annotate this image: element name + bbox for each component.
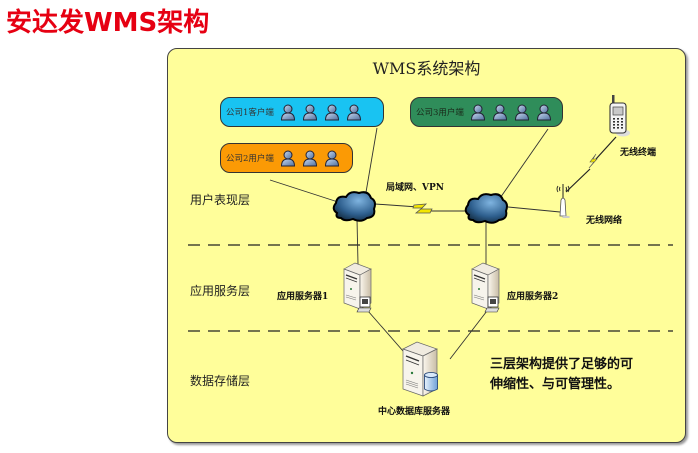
user-icon xyxy=(346,104,361,120)
server-icon xyxy=(343,262,372,313)
group-company1-clients: 公司1客户端 xyxy=(220,97,384,127)
app-server-2-label: 应用服务器2 xyxy=(507,292,559,302)
group-company2-users: 公司2用户端 xyxy=(220,143,353,173)
group-label: 公司3用户端 xyxy=(416,108,464,118)
note-line: 三层架构提供了足够的可 xyxy=(490,357,634,372)
user-icon xyxy=(514,104,529,120)
wireless-link-line xyxy=(595,136,617,160)
link-line xyxy=(449,306,491,360)
network-link-label: 局域网、VPN xyxy=(386,183,444,193)
user-icon xyxy=(280,104,295,120)
diagram-title: WMS系统架构 xyxy=(372,59,481,78)
group-company3-users: 公司3用户端 xyxy=(410,97,563,127)
lightning-link-icon xyxy=(412,203,433,214)
link-line xyxy=(374,203,419,208)
server-icon xyxy=(471,262,500,313)
architecture-diagram: WMS系统架构 公司1客户端 公司2用户端 xyxy=(167,48,686,443)
app-server-1-label: 应用服务器1 xyxy=(277,292,329,302)
wireless-antenna-icon xyxy=(556,184,570,218)
wireless-terminal-label: 无线终端 xyxy=(620,148,657,158)
database-icon xyxy=(424,371,438,392)
cloud-icon xyxy=(332,191,376,222)
connections-layer xyxy=(188,127,673,360)
user-icon xyxy=(280,150,295,166)
group-label: 公司1客户端 xyxy=(226,108,274,118)
layer-label-data: 数据存储层 xyxy=(190,374,251,388)
group-label: 公司2用户端 xyxy=(226,154,274,164)
user-icon xyxy=(492,104,507,120)
link-line xyxy=(356,218,359,265)
db-server-label: 中心数据库服务器 xyxy=(378,407,451,417)
user-icon xyxy=(324,104,339,120)
layer-label-presentation: 用户表现层 xyxy=(190,193,251,207)
user-icon xyxy=(470,104,485,120)
cloud-icon xyxy=(464,193,508,224)
user-icon xyxy=(536,104,551,120)
wireless-link-line xyxy=(565,168,591,193)
user-icon xyxy=(302,104,317,120)
mobile-phone-icon xyxy=(609,95,630,137)
page-title: 安达发WMS架构 xyxy=(6,8,210,38)
link-line xyxy=(507,206,561,213)
wireless-network-label: 无线网络 xyxy=(586,216,623,226)
note-line: 伸缩性、与可管理性。 xyxy=(490,377,621,392)
layer-label-application: 应用服务层 xyxy=(190,284,251,298)
link-line xyxy=(269,179,339,203)
architecture-note: 三层架构提供了足够的可 伸缩性、与可管理性。 xyxy=(490,355,633,395)
link-line xyxy=(363,127,378,205)
user-icon xyxy=(324,150,339,166)
user-icon xyxy=(302,150,317,166)
link-line xyxy=(497,128,549,202)
lightning-link-icon xyxy=(588,153,598,169)
